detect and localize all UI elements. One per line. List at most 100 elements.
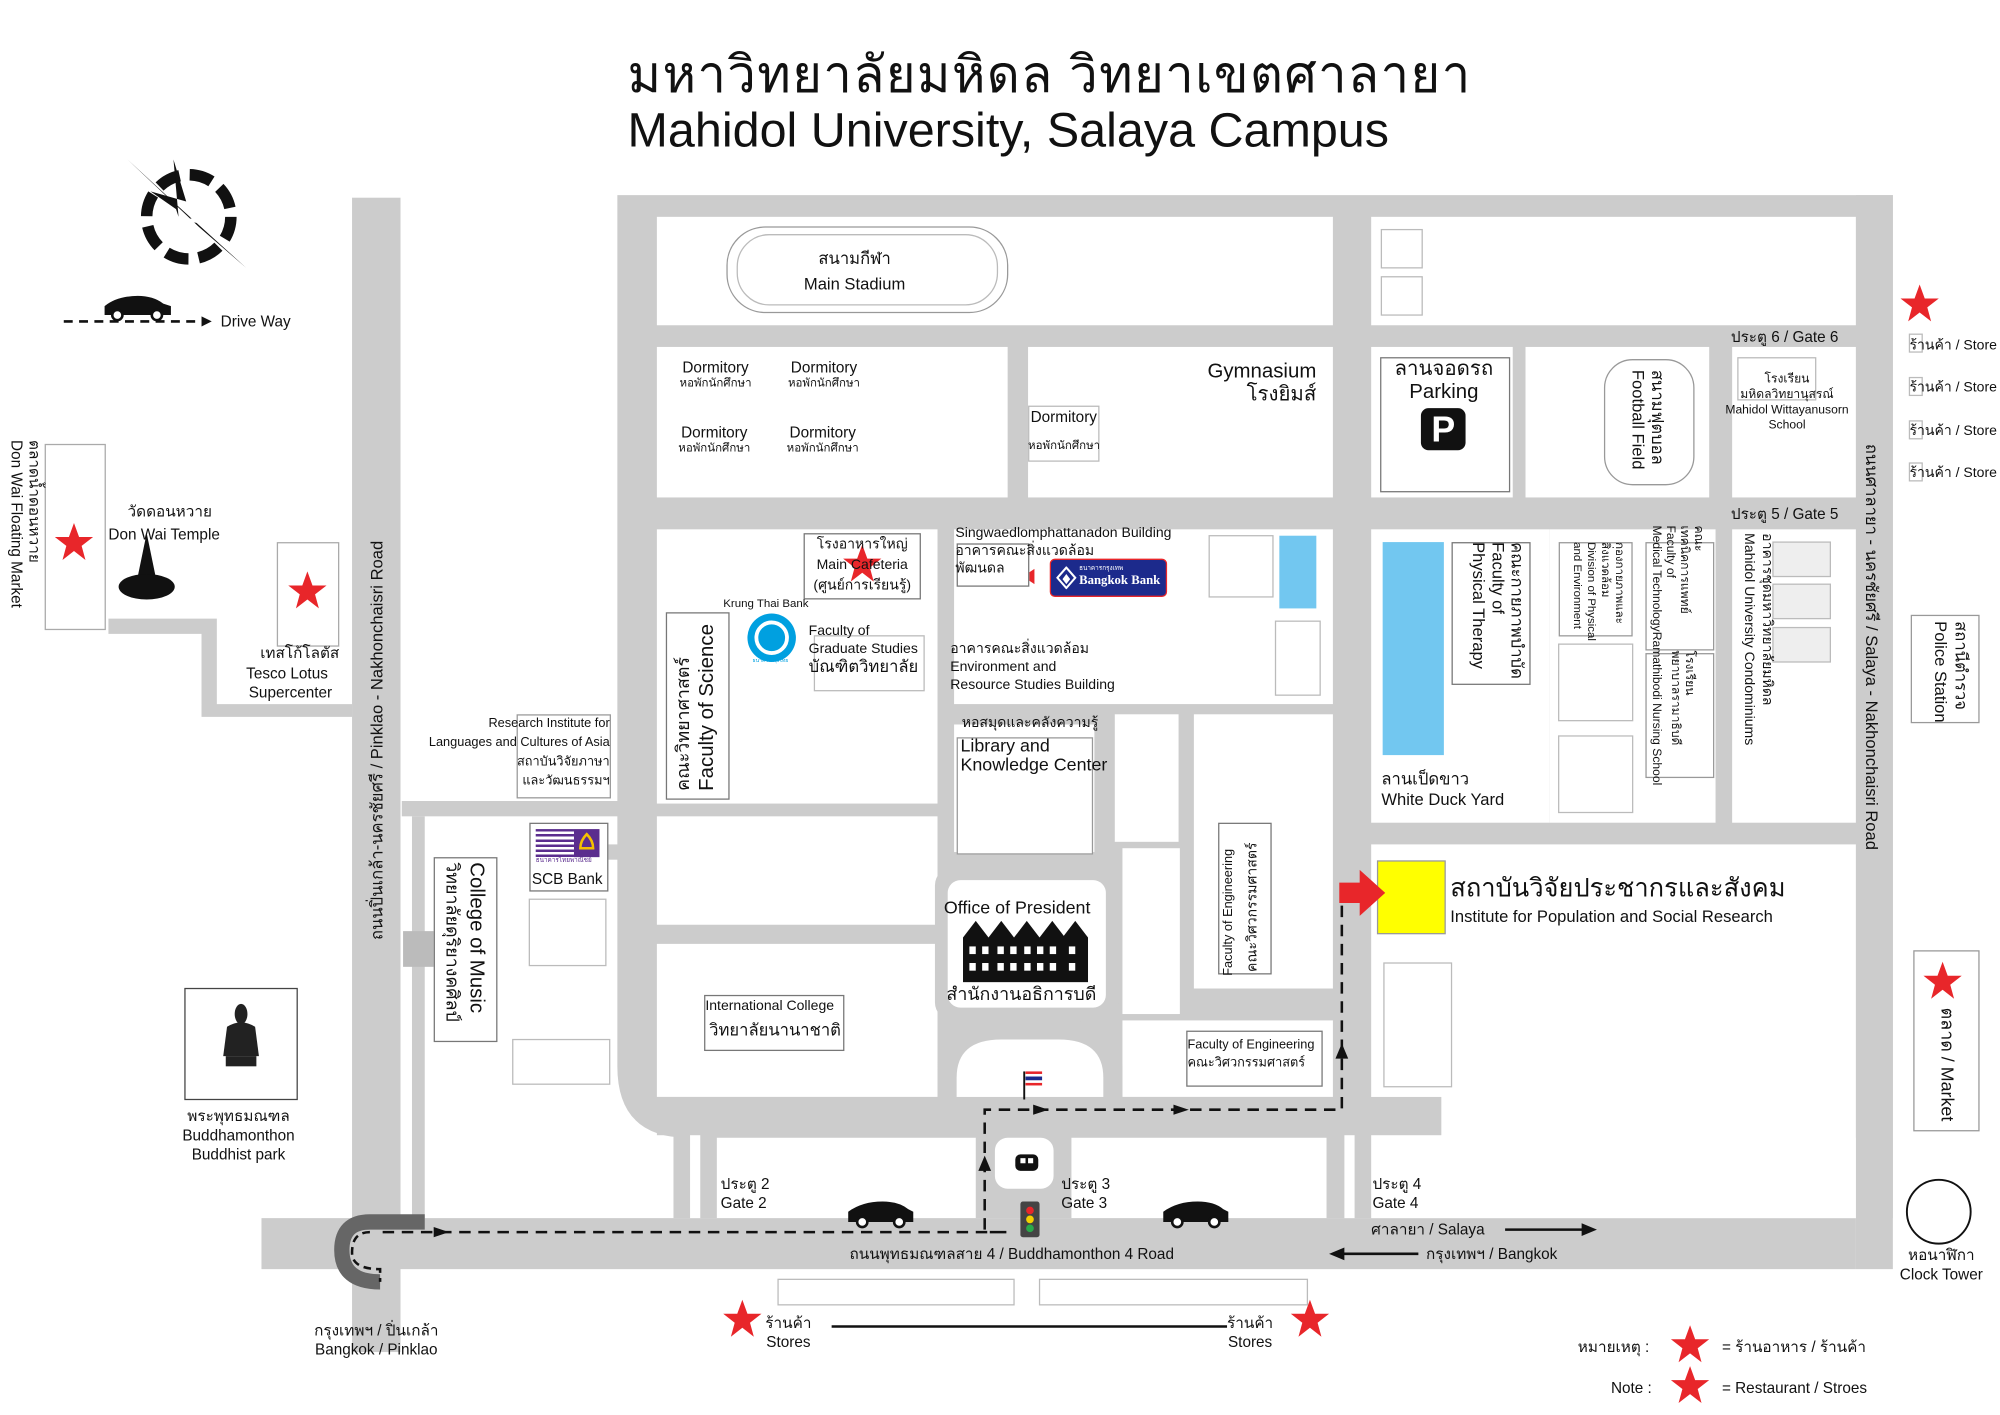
- buddhamonthon-en2: Buddhist park: [191, 1145, 286, 1164]
- nursing-th1: โรงเรียน: [1682, 650, 1697, 696]
- gym-dorm-thai: หอพักนักศึกษา: [1028, 438, 1101, 452]
- star-icon: [1922, 960, 1963, 1001]
- store-item: ร้านค้า / Store: [1909, 465, 1997, 481]
- buddhamonthon-thai: พระพุทธมณฑล: [187, 1107, 290, 1125]
- college-of-music-thai: วิทยาลัยดุริยางคศิลป์: [442, 862, 464, 1022]
- parking-en: Parking: [1409, 381, 1479, 404]
- physical-therapy-label: คณะกายภาพบำบัด Faculty of Physical Thera…: [1469, 542, 1526, 679]
- buddha-statue-icon: [223, 1003, 259, 1067]
- engineering-building-bottom: [1186, 1030, 1323, 1087]
- duck-yard-pond: [1382, 542, 1444, 756]
- star-icon: [722, 1298, 763, 1339]
- clock-tower-en: Clock Tower: [1899, 1265, 1983, 1284]
- salaya-road-label: ถนนศาลายา - นครชัยศรี / Salaya - Nakhonc…: [1862, 443, 1882, 850]
- faculty-of-science-building: [665, 612, 730, 800]
- white-duck-en: White Duck Yard: [1381, 789, 1505, 809]
- star-polygon: [54, 522, 94, 560]
- police-en: Police Station: [1931, 621, 1951, 723]
- star-shape: [1670, 1325, 1710, 1363]
- temple-en: Don Wai Temple: [108, 525, 220, 544]
- cafeteria-label: โรงอาหารใหญ่ Main Cafeteria (ศูนย์การเรี…: [801, 534, 923, 595]
- dorm-en: Dormitory: [789, 423, 856, 442]
- to-bangkok-label: กรุงเทพฯ / Bangkok: [1426, 1244, 1558, 1263]
- gym-en: Gymnasium: [1207, 360, 1317, 383]
- tesco-thai: เทสโก้โลตัส: [260, 644, 340, 662]
- floating-market-en: Don Wai Floating Market: [7, 440, 26, 608]
- gate2-en: Gate 2: [720, 1193, 767, 1212]
- engineering-v-thai: คณะวิศวกรรมศาสตร์: [1244, 842, 1261, 972]
- temple-thai: วัดดอนหวาย: [127, 502, 212, 521]
- star-shape: [1923, 961, 1962, 999]
- bangkok-arrow-head: [1329, 1247, 1345, 1261]
- nursing-en: Ramathibodi Nursing School: [1649, 631, 1664, 786]
- clock-tower-thai: หอนาฬิกา: [1907, 1246, 1975, 1265]
- pagoda-icon: [118, 533, 175, 600]
- bangkok-bank-badge: ธนาคารกรุงเทพ Bangkok Bank: [1049, 558, 1168, 597]
- bangkok-bank-arrow-icon: [1022, 568, 1050, 585]
- environment-label: อาคารคณะสิ่งแวดล้อม Environment and Reso…: [950, 640, 1115, 694]
- car-icon: [104, 295, 171, 322]
- gym-thai: โรงยิมส์: [1246, 383, 1317, 406]
- buddhamonthon-label: พระพุทธมณฑล Buddhamonthon Buddhist park: [162, 1107, 315, 1164]
- star-icon: [1899, 283, 1940, 324]
- dorm-en: Dormitory: [682, 358, 749, 377]
- police-thai: สถานีตำรวจ: [1951, 621, 1971, 711]
- star-icon: [287, 570, 328, 611]
- condo-en: Mahidol University Condominiums: [1741, 533, 1757, 746]
- gate6-label: ประตู 6 / Gate 6: [1730, 327, 1839, 346]
- star-polygon: [1670, 1325, 1710, 1363]
- nursing-label: โรงเรียน พยาบาลรามาธิบดี: [1668, 651, 1696, 746]
- bangkok-pinklao-label: กรุงเทพฯ / ปิ่นเกล้า Bangkok / Pinklao: [293, 1321, 459, 1359]
- star-shape: [54, 522, 94, 560]
- to-salaya-label: ศาลายา / Salaya: [1371, 1220, 1485, 1239]
- salaya-arrow-head: [1581, 1223, 1597, 1236]
- stores-left-thai: ร้านค้า: [765, 1313, 812, 1332]
- president-building-icon: [963, 920, 1089, 983]
- legend-note-en: Note :: [1610, 1378, 1652, 1397]
- condo-building-icons: [1772, 541, 1831, 663]
- cafeteria-en: Main Cafeteria: [816, 557, 908, 573]
- international-en: International College: [705, 998, 835, 1015]
- parking-sign-icon: P: [1420, 408, 1466, 451]
- gate3-en: Gate 3: [1061, 1193, 1108, 1212]
- flag-icon: [1023, 1071, 1043, 1100]
- environment-en1: Environment and: [950, 659, 1057, 675]
- dorm-thai: หอพักนักศึกษา: [786, 441, 859, 455]
- traffic-light-red: [1026, 1206, 1034, 1215]
- pinklao-road-label: ถนนปิ่นเกล้า-นครชัยศรี / Pinklao - Nakho…: [367, 540, 387, 941]
- medtech-th2: เทคนิคการแพทย์: [1677, 525, 1692, 614]
- science-en: Faculty of Science: [696, 624, 719, 791]
- research-institute-th2: และวัฒนธรรมฯ: [522, 774, 610, 789]
- college-of-music-en: College of Music: [465, 862, 488, 1014]
- condo-label: อาคารชุดมหาวิทยาลัยมหิดล Mahidol Univers…: [1740, 533, 1776, 745]
- gate3-thai: ประตู 3: [1061, 1174, 1111, 1193]
- engineering-h-thai: คณะวิศวกรรมศาสตร์: [1187, 1056, 1306, 1071]
- dorm-thai: หอพักนักศึกษา: [679, 376, 752, 390]
- president-en: Office of President: [943, 896, 1091, 918]
- route-arrow: [1033, 1104, 1049, 1115]
- singwaed-label: Singwaedlomphattanadon Building อาคารคณะ…: [955, 524, 1171, 578]
- ipsr-thai: สถาบันวิจัยประชากรและสังคม: [1450, 874, 1786, 904]
- scb-bank-label: SCB Bank: [531, 869, 603, 888]
- route-arrow: [1335, 1043, 1349, 1059]
- dorm-en: Dormitory: [790, 358, 858, 377]
- engineering-building-vertical: [1218, 822, 1272, 975]
- football-field-outline: [1603, 359, 1695, 486]
- main-stadium-label: สนามกีฬา Main Stadium: [765, 246, 944, 297]
- school-building: [1737, 357, 1817, 401]
- pt-en1: Faculty of: [1488, 542, 1508, 614]
- stores-right-thai: ร้านค้า: [1227, 1313, 1274, 1332]
- football-thai: สนามฟุตบอล: [1647, 369, 1668, 465]
- star-polygon: [723, 1299, 762, 1337]
- scb-logo-icon: [573, 829, 600, 858]
- pt-thai: คณะกายภาพบำบัด: [1507, 542, 1527, 679]
- library-en1: Library and: [960, 734, 1050, 756]
- store-item: ร้านค้า / Store: [1909, 380, 1997, 396]
- buddhamonthon-road-label: ถนนพุทธมณฑลสาย 4 / Buddhamonthon 4 Road: [849, 1244, 1174, 1263]
- store-item: ร้านค้า / Store: [1909, 423, 1997, 439]
